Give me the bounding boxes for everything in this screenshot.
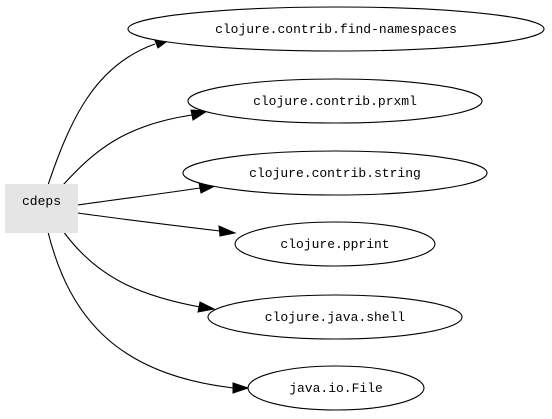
node-string-label: clojure.contrib.string: [249, 166, 421, 181]
edge-cdeps-prxml: [62, 114, 193, 186]
node-java-shell-label: clojure.java.shell: [265, 310, 406, 325]
node-pprint-ellipse: [234, 221, 436, 267]
node-java-io-file-ellipse: [247, 365, 425, 411]
node-cdeps-box: [5, 184, 78, 233]
node-find-namespaces-label: clojure.contrib.find-namespaces: [215, 22, 457, 37]
arrowhead-pprint: [218, 225, 237, 237]
node-string-ellipse: [182, 150, 488, 196]
node-java-io-file: java.io.File: [247, 365, 425, 411]
node-prxml: clojure.contrib.prxml: [187, 78, 483, 124]
node-prxml-ellipse: [187, 78, 483, 124]
node-pprint-label: clojure.pprint: [280, 237, 389, 252]
node-java-shell: clojure.java.shell: [207, 294, 463, 340]
node-find-namespaces-ellipse: [127, 6, 545, 52]
edges: [47, 37, 250, 394]
edge-cdeps-string: [77, 187, 201, 206]
node-pprint: clojure.pprint: [234, 221, 436, 267]
arrowhead-java-shell: [197, 301, 216, 313]
edge-cdeps-java-io-file: [47, 231, 235, 389]
node-string: clojure.contrib.string: [182, 150, 488, 196]
node-java-io-file-label: java.io.File: [289, 381, 383, 396]
edge-cdeps-java-shell: [62, 230, 201, 308]
node-cdeps: cdeps: [5, 184, 78, 233]
edge-cdeps-pprint: [77, 212, 221, 232]
edge-cdeps-find-namespaces: [47, 43, 156, 186]
node-find-namespaces: clojure.contrib.find-namespaces: [127, 6, 545, 52]
node-java-shell-ellipse: [207, 294, 463, 340]
arrowhead-prxml: [190, 109, 209, 121]
node-cdeps-label: cdeps: [22, 194, 61, 209]
arrowhead-java-io-file: [232, 382, 250, 394]
node-prxml-label: clojure.contrib.prxml: [253, 94, 417, 109]
